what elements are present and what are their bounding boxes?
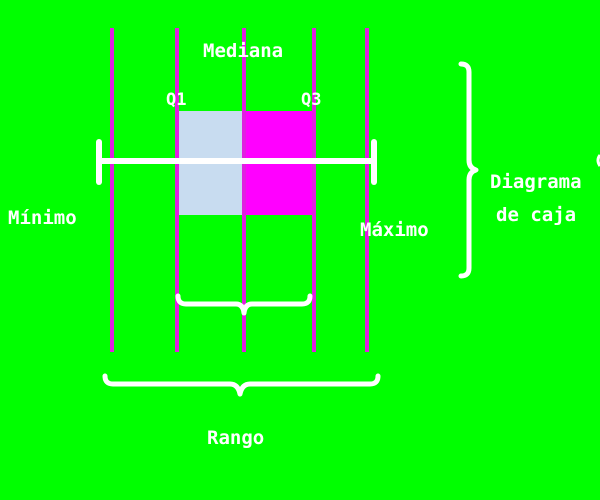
brace-diagrama — [458, 61, 479, 279]
label-diagrama-line2: de caja — [496, 204, 577, 226]
label-q3: Q3 — [301, 90, 322, 110]
label-rango: Rango — [207, 427, 265, 449]
label-mediana: Mediana — [203, 40, 284, 62]
label-maximo: Máximo — [360, 219, 429, 241]
label-minimo: Mínimo — [8, 207, 77, 229]
edge-fragment — [596, 154, 600, 167]
label-q1: Q1 — [166, 90, 187, 110]
brace-interquartile — [175, 293, 313, 316]
brace-rango — [102, 373, 381, 397]
label-diagrama-line1: Diagrama — [490, 171, 582, 193]
